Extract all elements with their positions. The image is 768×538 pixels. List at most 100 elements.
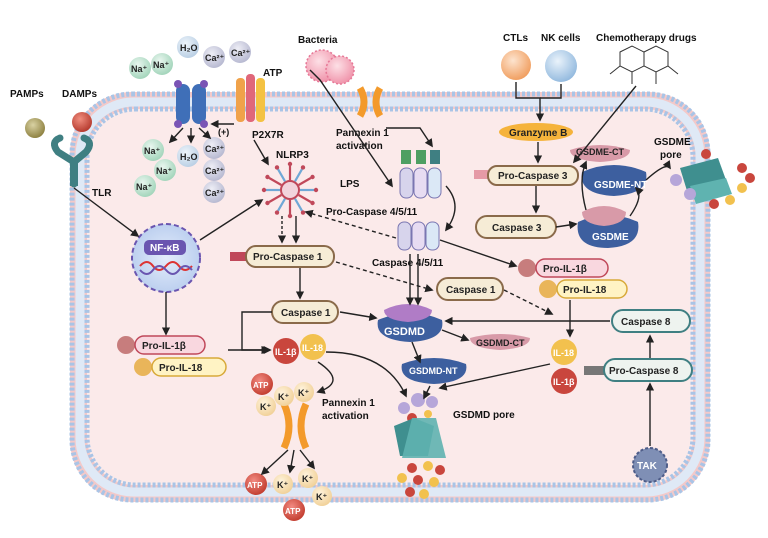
- nlrp3-spoke-tip: [261, 187, 267, 193]
- gsdme-label: GSDME: [592, 232, 629, 243]
- il1b-mature-label: IL-1β: [275, 347, 297, 357]
- chemo-molecule-icon: [609, 45, 679, 84]
- nlrp3-spoke-tip: [287, 213, 293, 219]
- caspase-4511-icon: [397, 221, 440, 251]
- cell: [69, 91, 711, 503]
- nlrp3-spoke: [294, 168, 303, 182]
- pro-caspase1-tag: [230, 252, 246, 261]
- nlrp3-spoke: [277, 198, 286, 212]
- nlrp3-spoke: [277, 168, 286, 182]
- pro-caspase3-tag: [474, 170, 488, 179]
- ca-top-1: Ca²⁺: [205, 53, 225, 63]
- pro-il18-right-pill: [556, 279, 628, 299]
- k-in-1: K⁺: [278, 392, 289, 402]
- nlrp3-spoke-tip: [300, 210, 306, 215]
- nlrp3-spoke-tip: [313, 187, 319, 193]
- pro-il1b-right-label: Pro-IL-1β: [543, 264, 587, 275]
- pro-caspase8-pill: [603, 358, 693, 382]
- pamp-sphere-icon: [25, 118, 45, 138]
- nlrp3-spoke: [298, 177, 312, 186]
- nlrp3-spoke: [268, 194, 282, 203]
- pro-caspase1-label: Pro-Caspase 1: [253, 252, 323, 263]
- nlrp3-inflammasome-icon: [261, 161, 319, 219]
- damp-sphere-icon: [72, 112, 92, 132]
- gsdme-nt-label: GSDME-NT: [594, 180, 647, 191]
- gsdmd-pore-label: GSDMD pore: [453, 410, 515, 421]
- nlrp3-spoke-tip: [265, 174, 270, 180]
- atp-in-label: ATP: [253, 381, 269, 390]
- caspase8-label: Caspase 8: [621, 317, 671, 328]
- ca-in-1: Ca²⁺: [205, 144, 225, 154]
- il18-mature-label: IL-18: [302, 343, 323, 353]
- caspase8-pill: [611, 309, 691, 333]
- caspase1-b-pill: [436, 277, 504, 301]
- k-in-2: K⁺: [298, 388, 309, 398]
- pannexin-top-line2: activation: [336, 141, 383, 152]
- nlrp3-label: NLRP3: [276, 150, 309, 161]
- gsdmd-ct-icon: [470, 334, 530, 350]
- nlrp3-spoke-tip: [310, 174, 315, 180]
- nlrp3-spoke-tip: [274, 165, 280, 170]
- pannexin-channel-top-icon: [356, 86, 384, 118]
- lps-label: LPS: [340, 179, 360, 190]
- pannexin-channel-bottom-icon: [280, 402, 310, 450]
- nlrp3-spoke-tip: [265, 200, 270, 206]
- caspase1-label: Caspase 1: [281, 308, 331, 319]
- pro-caspase-4511-icon: [399, 150, 442, 199]
- nlrp3-spoke: [268, 177, 282, 186]
- atp-out-1: ATP: [247, 481, 263, 490]
- pamps-damps-group: PAMPs DAMPs TLR: [10, 89, 112, 199]
- gsdme-pore-icon: [670, 149, 755, 209]
- k-out-2: K⁺: [302, 474, 313, 484]
- ca-top-2: Ca²⁺: [231, 48, 251, 58]
- ca-in-2: Ca²⁺: [205, 166, 225, 176]
- nlrp3-spoke: [298, 194, 312, 203]
- atp-top-label: ATP: [263, 68, 283, 79]
- h2o-in-label: H₂O: [180, 152, 198, 162]
- nlrp3-core: [280, 180, 300, 200]
- nucleus: [131, 223, 201, 293]
- pro-il1b-left-sphere-icon: [117, 336, 135, 354]
- nfkb-badge: [144, 240, 186, 255]
- gsdme-pore-line1: GSDME: [654, 137, 691, 148]
- p2x7r-label: P2X7R: [252, 130, 284, 141]
- gsdmd-nt-label: GSDMD-NT: [409, 366, 458, 376]
- na-top-2: Na⁺: [153, 60, 170, 70]
- nlrp3-spoke-tip: [287, 161, 293, 167]
- tak-sphere-icon: [632, 447, 668, 483]
- gsdme-protein-icon: [577, 206, 639, 248]
- pro-caspase3-pill: [487, 165, 579, 186]
- pro-il1b-left-pill: [134, 335, 206, 355]
- pannexin-bottom-line2: activation: [322, 411, 369, 422]
- ion-channel-icon: [174, 80, 208, 128]
- ca-in-3: Ca²⁺: [205, 188, 225, 198]
- pro-il1b-right-pill: [535, 258, 609, 278]
- caspase-4511-label: Caspase 4/5/11: [372, 258, 444, 269]
- pro-il1b-right-sphere-icon: [518, 259, 536, 277]
- nk-cell-icon: [545, 50, 577, 82]
- bacteria-icon: [305, 49, 355, 85]
- il18-right-sphere-icon: [551, 339, 577, 365]
- granzyme-b-label: Granzyme B: [509, 128, 567, 139]
- pro-caspase-4511-label: Pro-Caspase 4/5/11: [326, 207, 418, 218]
- pro-il1b-left-label: Pro-IL-1β: [142, 341, 186, 352]
- gsdmd-protein-icon: [377, 304, 443, 342]
- gsdmd-label: GSDMD: [384, 326, 425, 338]
- pro-il18-left-pill: [151, 357, 227, 377]
- plus-label: (+): [218, 127, 229, 137]
- pro-caspase8-tag: [584, 366, 604, 375]
- gsdme-ct-label: GSDME-CT: [576, 147, 624, 157]
- pro-il18-left-label: Pro-IL-18: [159, 363, 203, 374]
- ctls-label: CTLs: [503, 33, 528, 44]
- outside-ions: H₂O Ca²⁺ Ca²⁺ Na⁺ Na⁺: [129, 36, 251, 79]
- caspase1-b-label: Caspase 1: [446, 285, 496, 296]
- il1b-mature-sphere-icon: [273, 338, 299, 364]
- inside-ions: Na⁺ Na⁺ Na⁺ H₂O Ca²⁺ Ca²⁺ Ca²⁺: [134, 137, 225, 203]
- bottom-ions: ATP K⁺ K⁺ K⁺ ATP ATP K⁺ K⁺ K⁺: [245, 373, 332, 521]
- nlrp3-spoke-tip: [274, 210, 280, 215]
- pro-caspase1-pill: [245, 245, 335, 268]
- granzyme-b-badge: [499, 123, 573, 141]
- chemo-label: Chemotherapy drugs: [596, 33, 697, 44]
